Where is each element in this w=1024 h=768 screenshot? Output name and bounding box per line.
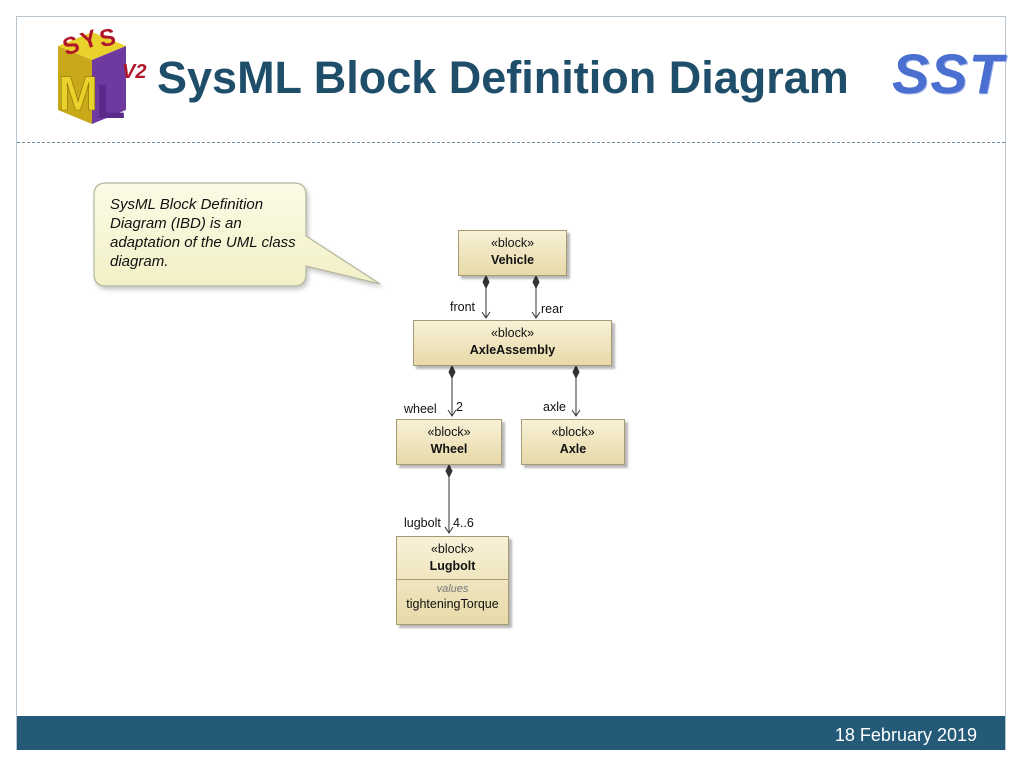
logo-cube-right <box>92 46 126 124</box>
block-stereotype: «block» <box>490 236 535 250</box>
block-axleassembly[interactable]: «block» AxleAssembly <box>413 320 612 366</box>
logo-letter-m: M <box>58 68 98 121</box>
header-separator <box>17 142 1005 143</box>
block-wheel[interactable]: «block» Wheel <box>396 419 502 465</box>
role-label-wheel: wheel <box>404 402 437 416</box>
footer-date: 18 February 2019 <box>834 725 977 745</box>
multiplicity-lugbolt: 4..6 <box>453 516 474 530</box>
link-assembly-axle <box>571 364 581 417</box>
block-axle[interactable]: «block» Axle <box>521 419 625 465</box>
logo-letter-y: Y <box>77 25 101 56</box>
brand-logo-text: SST <box>892 42 1004 105</box>
block-stereotype: «block» <box>490 326 535 340</box>
block-name: Axle <box>559 442 587 456</box>
logo-cube-left <box>58 46 92 124</box>
link-vehicle-rear <box>531 274 541 319</box>
block-stereotype: «block» <box>551 425 595 439</box>
value-property: tighteningTorque <box>406 597 499 611</box>
logo-letter-s2: S <box>97 24 117 53</box>
values-compartment: values tighteningTorque <box>397 579 508 612</box>
link-assembly-wheel <box>447 364 457 417</box>
link-wheel-lugbolt <box>444 463 454 534</box>
block-name: Lugbolt <box>429 559 476 573</box>
callout-text: SysML Block Definition Diagram (IBD) is … <box>110 196 296 270</box>
logo-version: V2 <box>122 61 146 83</box>
block-stereotype: «block» <box>427 425 471 439</box>
compartment-heading: values <box>436 583 469 595</box>
multiplicity-wheel: 2 <box>456 400 463 414</box>
slide-frame <box>16 16 1006 750</box>
logo-letter-s1: S <box>59 31 83 62</box>
role-label-axle: axle <box>543 400 566 414</box>
page-title: SysML Block Definition Diagram <box>157 52 849 103</box>
link-vehicle-front <box>481 274 491 319</box>
role-label-lugbolt: lugbolt <box>404 516 441 530</box>
block-stereotype: «block» <box>430 542 475 556</box>
role-label-rear: rear <box>541 302 564 316</box>
block-vehicle[interactable]: «block» Vehicle <box>458 230 567 276</box>
block-name: Vehicle <box>490 253 535 267</box>
sysml-logo: S Y S M L V2 <box>58 24 147 129</box>
role-label-front: front <box>450 300 476 314</box>
block-name: AxleAssembly <box>469 343 556 357</box>
footer-bar: 18 February 2019 <box>17 716 1005 750</box>
block-lugbolt[interactable]: «block» Lugbolt values tighteningTorque <box>396 536 509 625</box>
logo-letter-l: L <box>96 76 125 129</box>
block-name: Wheel <box>430 442 468 456</box>
